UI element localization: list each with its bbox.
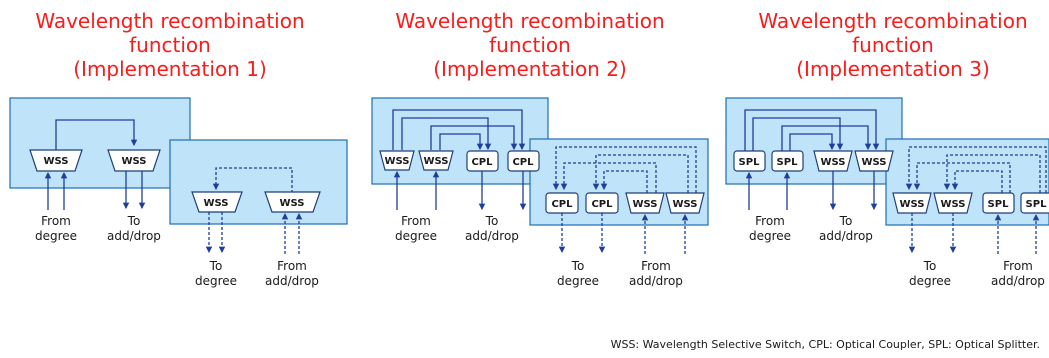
- impl1-from-degree-label-1: From: [41, 214, 71, 228]
- impl1-bottom-link: [212, 167, 293, 193]
- impl1-from-adddrop-label-1: From: [277, 259, 307, 273]
- impl1-bottom-panel: [169, 139, 348, 225]
- impl1-bottom-wss-2-label: WSS: [280, 198, 305, 209]
- impl3-bottom-spl-2-label: SPL: [1026, 199, 1048, 210]
- impl2-top-wss-2: [418, 150, 454, 171]
- impl2-top-wss-1: [379, 150, 415, 171]
- impl2-top-cpl-2-label: CPL: [512, 157, 534, 168]
- impl3-bottom-spl-2: [1020, 192, 1049, 214]
- impl1-bottom-wss-1-label: WSS: [204, 198, 229, 209]
- title-impl2: Wavelength recombination function (Imple…: [395, 9, 664, 81]
- impl3-top-link-3: [781, 125, 872, 151]
- impl2-to-degree-label-2: degree: [557, 274, 599, 288]
- title-impl1-line2: function: [129, 33, 211, 57]
- impl1-top-wss-1-label: WSS: [44, 156, 69, 167]
- impl2-bottom-link-1: [552, 146, 697, 193]
- impl3-from-adddrop-label-2: add/drop: [991, 274, 1045, 288]
- title-impl1-line3: (Implementation 1): [73, 57, 267, 81]
- impl3-to-degree-label-1: To: [923, 259, 937, 273]
- impl1-bottom-wss-1: [191, 191, 243, 213]
- title-impl3-line3: (Implementation 3): [796, 57, 990, 81]
- impl3-bottom-spl-1-label: SPL: [988, 199, 1010, 210]
- impl1-top-wss-2-label: WSS: [122, 156, 147, 167]
- impl2-to-degree-label-1: To: [571, 259, 585, 273]
- title-impl2-line2: function: [489, 33, 571, 57]
- impl1-to-adddrop-label-1: To: [127, 214, 141, 228]
- impl1-top-panel: [9, 97, 191, 189]
- impl1-diagram: WSS WSS WSS WSS From degree To add/drop …: [9, 97, 348, 288]
- impl2-top-wss-1-label: WSS: [385, 156, 410, 167]
- impl1-from-degree-label-2: degree: [35, 229, 77, 243]
- title-impl1-line1: Wavelength recombination: [35, 9, 304, 33]
- impl2-bottom-wss-1: [625, 192, 665, 214]
- impl3-top-wss-2-label: WSS: [862, 157, 887, 168]
- impl1-top-wss-1: [29, 149, 83, 172]
- impl2-from-adddrop-label-1: From: [641, 259, 671, 273]
- impl3-top-link-1: [744, 109, 880, 151]
- impl3-diagram: SPL SPL WSS WSS WSS WSS SPL SPL From: [725, 97, 1049, 288]
- impl2-top-wss-2-label: WSS: [424, 156, 449, 167]
- impl2-bottom-link-3: [560, 162, 657, 193]
- impl2-to-adddrop-label-1: To: [485, 214, 499, 228]
- impl2-top-cpl-1-label: CPL: [471, 157, 493, 168]
- impl3-top-wss-1-label: WSS: [821, 157, 846, 168]
- impl2-bottom-link-2: [592, 154, 689, 193]
- title-impl2-line3: (Implementation 2): [433, 57, 627, 81]
- impl3-bottom-link-4: [951, 170, 1003, 193]
- impl3-bottom-link-1: [905, 146, 1047, 193]
- impl1-bottom-wss-2: [264, 191, 321, 213]
- impl2-from-adddrop-label-2: add/drop: [629, 274, 683, 288]
- impl3-top-spl-2: [771, 150, 804, 172]
- impl3-from-degree-label-2: degree: [749, 229, 791, 243]
- impl2-top-link-2: [401, 117, 492, 151]
- legend-text: WSS: Wavelength Selective Switch, CPL: O…: [611, 338, 1040, 351]
- impl2-diagram: WSS WSS CPL CPL CPL CPL WSS WSS From: [371, 97, 709, 288]
- impl3-top-wss-1: [813, 150, 853, 172]
- impl2-bottom-wss-1-label: WSS: [633, 199, 658, 210]
- impl3-top-spl-1: [733, 150, 766, 172]
- impl3-to-adddrop-label-2: add/drop: [819, 229, 873, 243]
- impl1-to-degree-label-1: To: [209, 259, 223, 273]
- impl2-bottom-link-4: [600, 170, 648, 193]
- impl2-top-link-1: [392, 109, 526, 151]
- title-impl1: Wavelength recombination function (Imple…: [35, 9, 304, 81]
- impl3-to-adddrop-label-1: To: [839, 214, 853, 228]
- impl2-from-degree-label-2: degree: [395, 229, 437, 243]
- impl3-bottom-spl-1: [982, 192, 1015, 214]
- impl3-bottom-link-2: [943, 154, 1041, 193]
- impl1-from-adddrop-label-2: add/drop: [265, 274, 319, 288]
- impl2-bottom-cpl-1-label: CPL: [551, 199, 573, 210]
- impl3-from-adddrop-label-1: From: [1003, 259, 1033, 273]
- impl3-top-wss-2: [854, 150, 894, 172]
- impl2-from-degree-label-1: From: [401, 214, 431, 228]
- impl3-from-degree-label-1: From: [755, 214, 785, 228]
- impl3-top-link-2: [752, 117, 844, 151]
- impl1-to-adddrop-label-2: add/drop: [107, 229, 161, 243]
- title-impl3-line2: function: [852, 33, 934, 57]
- impl3-to-degree-label-2: degree: [909, 274, 951, 288]
- impl3-bottom-wss-1: [892, 192, 932, 214]
- impl1-to-degree-label-2: degree: [195, 274, 237, 288]
- impl3-top-link-4: [789, 133, 836, 151]
- impl3-top-spl-2-label: SPL: [777, 157, 799, 168]
- impl2-bottom-wss-2: [665, 192, 705, 214]
- title-impl3-line1: Wavelength recombination: [758, 9, 1027, 33]
- impl3-bottom-link-3: [913, 162, 1011, 193]
- title-impl2-line1: Wavelength recombination: [395, 9, 664, 33]
- impl2-top-link-3: [430, 125, 518, 151]
- title-impl3: Wavelength recombination function (Imple…: [758, 9, 1027, 81]
- impl2-top-link-4: [439, 133, 484, 151]
- impl3-top-spl-1-label: SPL: [739, 157, 761, 168]
- impl2-bottom-wss-2-label: WSS: [673, 199, 698, 210]
- impl3-bottom-wss-1-label: WSS: [900, 199, 925, 210]
- impl2-bottom-cpl-2-label: CPL: [591, 199, 613, 210]
- impl2-to-adddrop-label-2: add/drop: [465, 229, 519, 243]
- impl1-top-wss-2: [107, 149, 161, 172]
- impl1-top-link: [55, 119, 138, 150]
- impl3-bottom-wss-2-label: WSS: [941, 199, 966, 210]
- impl3-bottom-wss-2: [933, 192, 973, 214]
